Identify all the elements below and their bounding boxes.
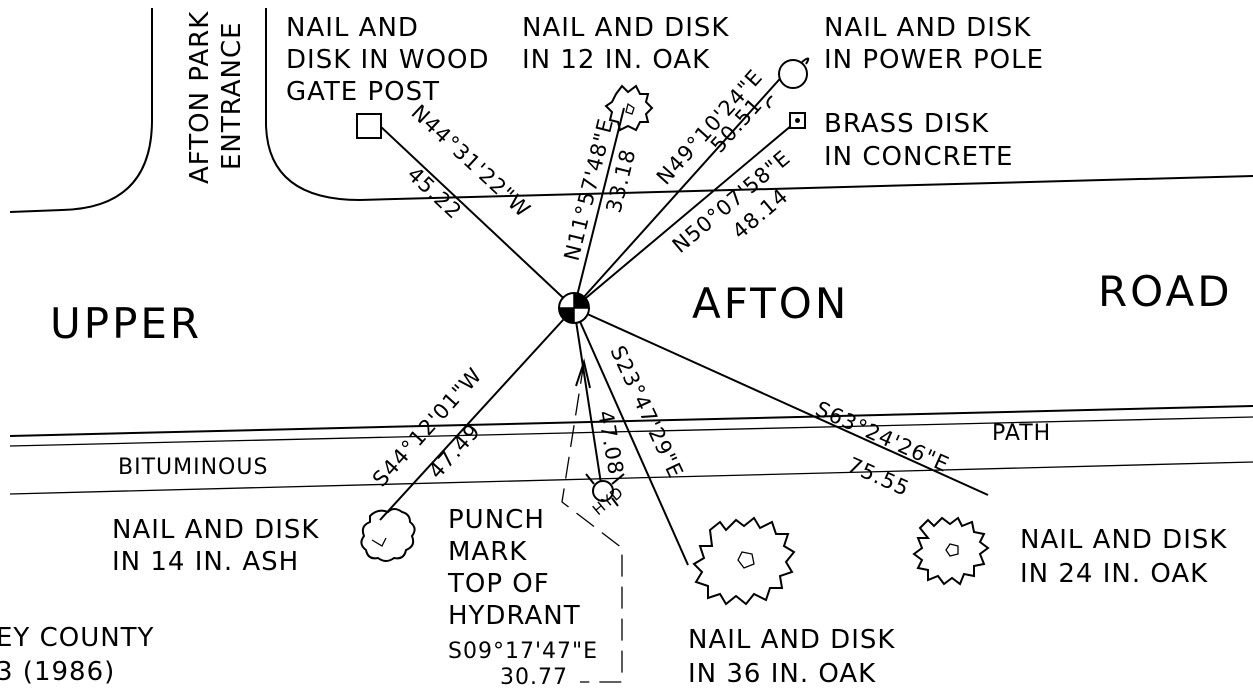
oak24-tree-icon xyxy=(912,516,990,586)
tie-line-power-pole xyxy=(573,71,787,309)
power-pole-line2: IN POWER POLE xyxy=(824,45,1044,75)
brass-disk-icon xyxy=(789,112,806,129)
park-entrance-left-curb xyxy=(9,8,153,213)
gate-post-line3: GATE POST xyxy=(286,77,440,107)
power-pole-description: NAIL AND DISK IN POWER POLE xyxy=(824,13,1044,75)
ash14-description: NAIL AND DISK IN 14 IN. ASH xyxy=(112,515,319,577)
label-bituminous: BITUMINOUS xyxy=(118,455,268,480)
hydrant-icon xyxy=(585,473,625,507)
road-north-edge xyxy=(359,175,1253,201)
gate-post-bearing: N44°31'22"W xyxy=(407,100,536,222)
gate-post-description: NAIL AND DISK IN WOOD GATE POST xyxy=(286,13,490,107)
center-monument-icon xyxy=(558,292,590,324)
tie-line-oak36 xyxy=(573,307,689,566)
oak24-line1: NAIL AND DISK xyxy=(1020,525,1227,555)
tie-line-ash14 xyxy=(379,307,575,521)
hydrant-line4: HYDRANT xyxy=(448,601,581,631)
ash14-line1: NAIL AND DISK xyxy=(112,515,319,545)
path-south-edge xyxy=(9,461,1253,495)
oak36-line1: NAIL AND DISK xyxy=(688,625,895,655)
oak36-line2: IN 36 IN. OAK xyxy=(688,659,876,688)
hydrant-offset-arrowhead xyxy=(575,358,591,389)
tie-line-hydrant xyxy=(573,307,603,491)
path-north-edge-b xyxy=(9,416,1253,447)
hydrant-line2: MARK xyxy=(448,537,527,567)
label-afton: AFTON xyxy=(692,279,849,328)
county-note-line2: 3 (1986) xyxy=(0,657,115,687)
brass-disk-line2: IN CONCRETE xyxy=(824,142,1013,172)
tie-line-oak24 xyxy=(573,307,989,496)
park-entrance-right-curb xyxy=(265,8,361,201)
gate-post-line1: NAIL AND xyxy=(286,13,419,43)
oak12-line1: NAIL AND DISK xyxy=(522,13,729,43)
oak12-line2: IN 12 IN. OAK xyxy=(522,45,710,75)
tie-line-brass-disk xyxy=(573,119,799,309)
label-entrance-line2: ENTRANCE xyxy=(217,21,247,170)
oak24-line2: IN 24 IN. OAK xyxy=(1020,559,1208,589)
hydrant-line3: TOP OF xyxy=(447,569,550,599)
hydrant-description: PUNCH MARK TOP OF HYDRANT xyxy=(447,505,581,631)
tie-line-oak12 xyxy=(573,107,625,309)
tie-line-gate-post xyxy=(379,125,575,309)
ash14-line2: IN 14 IN. ASH xyxy=(112,547,299,577)
hydrant-offset-distance: 30.77 xyxy=(500,665,568,688)
oak12-tree-icon xyxy=(604,84,654,132)
oak24-description: NAIL AND DISK IN 24 IN. OAK xyxy=(1020,525,1227,589)
hydrant-offset-bearing: S09°17'47"E xyxy=(448,639,598,664)
label-road: ROAD xyxy=(1098,267,1233,316)
tie-lines xyxy=(379,71,989,683)
hydrant-line1: PUNCH xyxy=(448,505,545,535)
hydrant-offset-dashed-line xyxy=(561,361,623,683)
county-note-line1: EY COUNTY xyxy=(0,623,154,653)
label-path: PATH xyxy=(992,421,1051,446)
ash14-tree-icon xyxy=(360,508,416,562)
gate-post-square-icon xyxy=(356,113,382,139)
power-pole-line1: NAIL AND DISK xyxy=(824,13,1031,43)
oak24-distance: 75.55 xyxy=(844,453,913,501)
brass-disk-line1: BRASS DISK xyxy=(824,109,989,139)
gate-post-distance: 45.22 xyxy=(403,162,467,224)
oak36-tree-icon xyxy=(692,516,796,606)
oak36-description: NAIL AND DISK IN 36 IN. OAK xyxy=(688,625,895,688)
gate-post-line2: DISK IN WOOD xyxy=(286,45,490,75)
label-upper: UPPER xyxy=(50,299,202,348)
power-pole-icon xyxy=(766,57,810,109)
label-entrance-line1: AFTON PARK xyxy=(185,11,215,184)
brass-disk-description: BRASS DISK IN CONCRETE xyxy=(824,109,1013,172)
path-north-edge-a xyxy=(9,405,1253,437)
oak12-description: NAIL AND DISK IN 12 IN. OAK xyxy=(522,13,729,75)
